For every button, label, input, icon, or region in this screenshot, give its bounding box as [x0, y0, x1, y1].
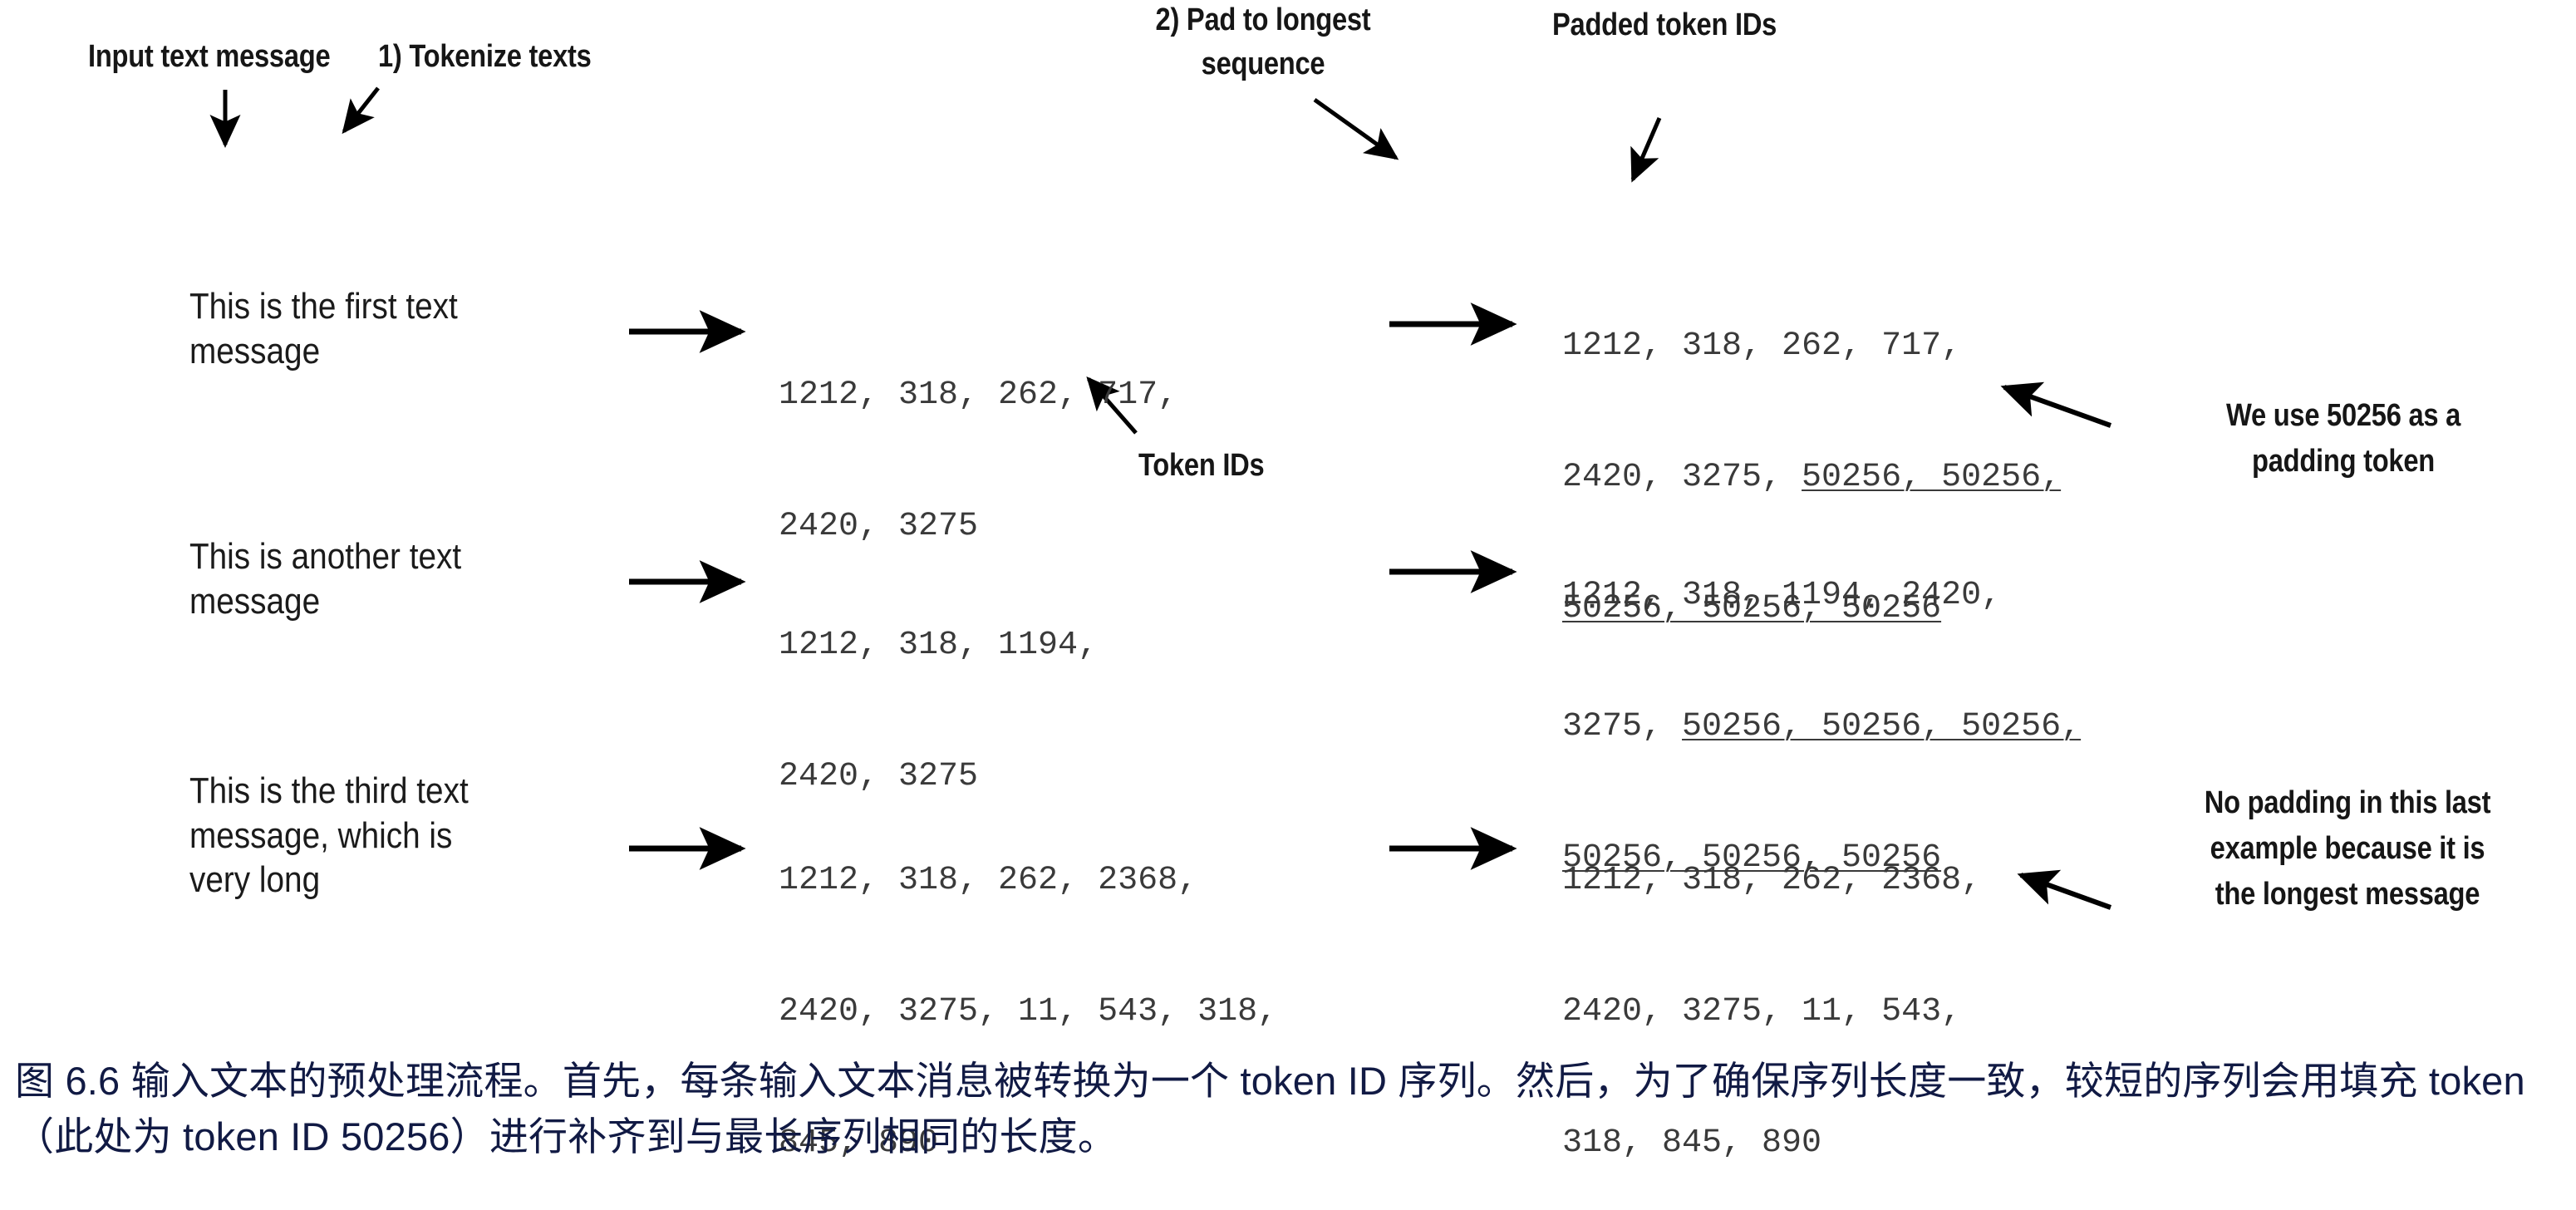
- padding-token-segment: 50256, 50256, 50256,: [1682, 707, 2082, 745]
- row-2-message-line: message: [189, 580, 321, 622]
- token-segment: 2420, 3275, 11, 543,: [1562, 992, 1962, 1030]
- row-2-padded-line: 50256, 50256, 50256: [1562, 837, 2081, 881]
- row-3-token-ids-line: 2420, 3275, 11, 543, 318,: [779, 992, 1278, 1030]
- note-padding-token-line2: padding token: [2252, 443, 2435, 479]
- row-3-padded-line: 318, 845, 890: [1562, 1122, 1981, 1166]
- row-2-padded-line: 1212, 318, 1194, 2420,: [1562, 574, 2081, 618]
- arrow-tokenize-texts: [342, 86, 380, 135]
- label-padded-token-ids: Padded token IDs: [1552, 7, 1777, 42]
- padding-token-segment: 50256, 50256, 50256: [1562, 590, 1942, 628]
- row-3-padded-line: 1212, 318, 262, 2368,: [1562, 859, 1981, 903]
- row-1-token-ids: 1212, 318, 262, 717, 2420, 3275: [779, 286, 1177, 593]
- arrow-padded-token-ids: [1630, 117, 1662, 183]
- padding-token-segment: 50256, 50256, 50256: [1562, 839, 1942, 878]
- row-1-token-ids-line: 2420, 3275: [779, 507, 979, 545]
- row-1-message-line: This is the first text: [189, 286, 458, 327]
- row-3-message-line: This is the third text: [189, 770, 469, 811]
- padding-token-segment: 50256, 50256,: [1802, 458, 2062, 496]
- note-padding-token: We use 50256 as a padding token: [2127, 397, 2559, 480]
- row-1-padded-line: 2420, 3275, 50256, 50256,: [1562, 456, 2061, 500]
- row-2-padded-line: 3275, 50256, 50256, 50256,: [1562, 706, 2081, 750]
- row-1-message-line: message: [189, 330, 321, 371]
- note-padding-token-line1: We use 50256 as a: [2225, 398, 2461, 433]
- row-3-token-ids-line: 845, 890: [779, 1124, 939, 1163]
- row-1-token-ids-line: 1212, 318, 262, 717,: [779, 376, 1178, 414]
- label-pad-to-longest-line2: sequence: [1201, 46, 1325, 81]
- note-no-padding-line1: No padding in this last: [2204, 785, 2491, 820]
- label-pad-to-longest-line1: 2) Pad to longest: [1155, 2, 1371, 37]
- row-2-message: This is another text message: [189, 534, 461, 623]
- row-1-padded-line: 1212, 318, 262, 717,: [1562, 325, 2061, 369]
- row-3-message-line: message, which is: [189, 814, 453, 856]
- row-2-token-ids: 1212, 318, 1194, 2420, 3275: [779, 536, 1098, 844]
- row-1-padded-line: 50256, 50256, 50256: [1562, 588, 2061, 632]
- row-3-padded-line: 2420, 3275, 11, 543,: [1562, 991, 1981, 1035]
- row-3-message: This is the third text message, which is…: [189, 769, 469, 903]
- label-token-ids: Token IDs: [1138, 448, 1265, 483]
- token-segment: 318, 845, 890: [1562, 1124, 1822, 1163]
- token-segment: 2420, 3275,: [1562, 458, 1802, 496]
- row-2-token-ids-line: 2420, 3275: [779, 757, 979, 795]
- row-1-message: This is the first text message: [189, 284, 458, 373]
- row-1-padded-token-ids: 1212, 318, 262, 717, 2420, 3275, 50256, …: [1562, 237, 2061, 676]
- figure-caption: 图 6.6 输入文本的预处理流程。首先，每条输入文本消息被转换为一个 token…: [15, 1059, 2525, 1158]
- note-no-padding-line2: example because it is: [2210, 830, 2485, 866]
- label-pad-to-longest: 2) Pad to longest sequence: [1105, 2, 1421, 83]
- row-3-padded-token-ids: 1212, 318, 262, 2368, 2420, 3275, 11, 54…: [1562, 771, 1981, 1210]
- label-tokenize-texts: 1) Tokenize texts: [378, 39, 592, 74]
- token-segment: 1212, 318, 1194, 2420,: [1562, 576, 2002, 614]
- token-segment: 1212, 318, 262, 717,: [1562, 327, 1962, 365]
- note-no-padding-line3: the longest message: [2215, 876, 2480, 912]
- row-3-token-ids: 1212, 318, 262, 2368, 2420, 3275, 11, 54…: [779, 771, 1277, 1210]
- row-3-message-line: very long: [189, 859, 321, 901]
- note-no-padding: No padding in this last example because …: [2123, 785, 2572, 912]
- row-2-token-ids-line: 1212, 318, 1194,: [779, 626, 1099, 664]
- token-segment: 3275,: [1562, 707, 1683, 745]
- label-input-text-message: Input text message: [88, 39, 331, 74]
- row-3-token-ids-line: 1212, 318, 262, 2368,: [779, 861, 1198, 899]
- arrow-pad-to-longest: [1313, 97, 1399, 160]
- row-2-message-line: This is another text: [189, 536, 462, 577]
- row-2-padded-token-ids: 1212, 318, 1194, 2420, 3275, 50256, 5025…: [1562, 486, 2081, 925]
- token-segment: 1212, 318, 262, 2368,: [1562, 861, 1982, 899]
